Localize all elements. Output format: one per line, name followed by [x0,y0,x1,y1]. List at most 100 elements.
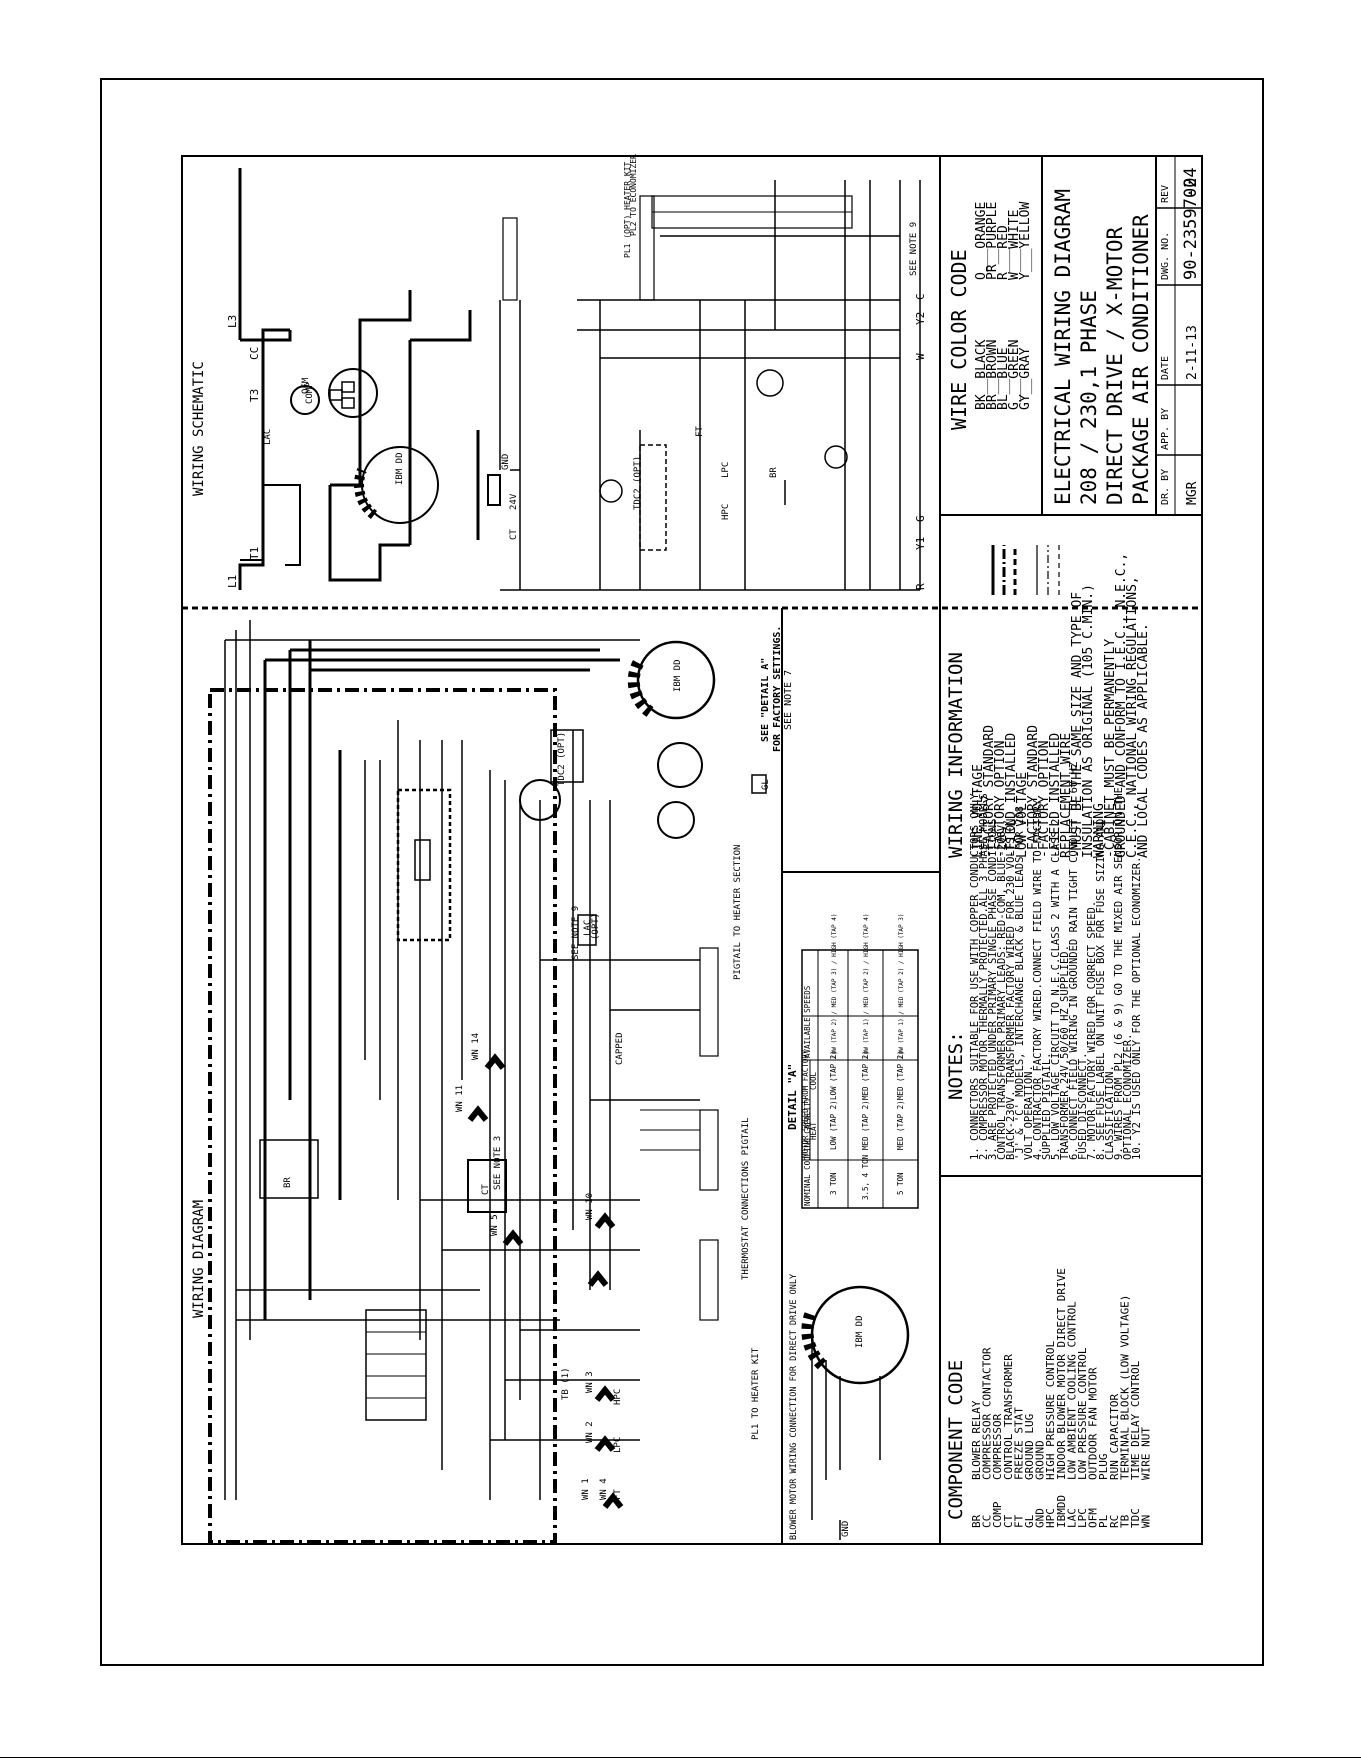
title-line-3: DIRECT DRIVE / X-MOTOR [1103,226,1127,505]
detail-row3-available: LOW (TAP 1) / MED (TAP 2) / HIGH (TAP 3) [898,914,905,1059]
detail-a: DETAIL "A" NOMINAL COOLING CAPACITY MOTO… [786,914,919,1209]
label-ct-diagram: CT [481,1184,491,1195]
note-13: FUSED DISCONNECT. [1077,1053,1089,1160]
title-block: ELECTRICAL WIRING DIAGRAM 208 / 230,1 PH… [1051,167,1201,505]
note-6: 'J' & 'C' MODELS, INTERCHANGE BLACK & BL… [1014,806,1026,1160]
blower-connection-detail: BLOWER MOTOR WIRING CONNECTION FOR DIREC… [789,1274,910,1540]
detail-a-title: DETAIL "A" [786,1064,799,1130]
label-br-diagram: BR [283,1177,293,1188]
note-17: 9. WIRES FROM PL2 (6 & 9) GO TO THE MIXE… [1113,787,1125,1160]
wi-line-3: -FACTORY OPTION [993,741,1008,858]
see-detail-line-3: SEE NOTE 7 [783,670,794,730]
component-description: LOW PRESSURE CONTROL [1076,1347,1089,1480]
notes: NOTES: 1. CONNECTORS SUITABLE FOR USE WI… [945,762,1143,1160]
label-wn-3: WN 3 [585,1371,595,1393]
label-ibm-diagram: IBM DD [673,659,683,692]
page-frame [100,78,1264,1666]
detail-row1-cool: LOW (TAP 2) [829,1050,838,1100]
component-description: BLOWER RELAY [970,1400,983,1480]
detail-row2-capacity: 3.5, 4 TON [861,1155,870,1200]
wi-line-9: REPLACEMENT WIRE [1059,733,1074,858]
detail-header-available: AVAILABLE SPEEDS [803,985,812,1058]
detail-sub-heat: HEAT [809,1121,818,1140]
label-gnd-blower-detail: GND [841,1521,851,1537]
wiring-information: WIRING INFORMATION LINE VOLTAGE -FACTORY… [945,545,1151,858]
component-description: RUN CAPACITOR [1108,1394,1121,1480]
color-pr: PR__PURPLE [985,202,1000,280]
detail-header-capacity: NOMINAL COOLING CAPACITY [803,1097,812,1206]
component-code-title: COMPONENT CODE [945,1360,967,1520]
component-abbr: LAC [1065,1508,1078,1528]
component-description: HIGH PRESSURE CONTROL [1044,1341,1057,1480]
line-style-legend [991,545,1060,595]
component-abbr: CT [1002,1514,1015,1528]
wi-line-14: GROUNDED AND CONFORM TO I.E.C., N.E.C., [1114,553,1129,858]
note-11: TRANSFORMER,24V,50/60 HZ SUPPLIED. [1059,945,1071,1160]
detail-row3-heat: MED (TAP 2) [896,1100,905,1150]
label-r: R [914,583,927,590]
component-abbr: TDC [1129,1508,1142,1528]
wi-line-11: INSULATION AS ORIGINAL (105 C.MIN.) [1081,584,1096,858]
label-wn-10: WN 10 [585,1193,595,1220]
label-t3: T3 [248,389,261,402]
detail-sub-cool: COOL [809,1071,818,1090]
note-2: 2. COMPRESSOR MOTOR THERMALLY PROTECTED.… [978,793,990,1160]
label-c: C [914,293,927,300]
wi-line-1: LINE VOLTAGE [971,764,986,858]
label-wn-1: WN 1 [581,1478,591,1500]
wi-line-8: -FIELD INSTALLED [1048,733,1063,858]
date-label: DATE [1160,356,1171,380]
label-lpc-diagram: LPC [613,1437,623,1453]
detail-row3-capacity: 5 TON [896,1172,905,1195]
label-wn-2: WN 2 [585,1421,595,1443]
component-abbr: GL [1023,1514,1036,1528]
color-br: BR__BROWN [985,340,1000,410]
label-w: W [914,353,927,360]
note-19: 10. Y2 IS USED ONLY FOR THE OPTIONAL ECO… [1131,857,1143,1160]
component-abbr: COMP [991,1501,1004,1528]
component-description: GROUND LUG [1023,1414,1036,1480]
rev-label: REV [1160,185,1171,203]
component-abbr: OFM [1087,1508,1100,1528]
wiring-schematic-title: WIRING SCHEMATIC [191,361,207,496]
note-1: 1. CONNECTORS SUITABLE FOR USE WITH COPP… [969,787,981,1160]
note-15: 8. SEE FUSE LABEL ON UNIT FUSE BOX FOR F… [1095,819,1107,1160]
dr-by-value: MGR [1185,481,1200,505]
component-abbr: CC [981,1515,994,1528]
wi-line-2: -FACTORY STANDARD [982,725,997,858]
label-y2: Y2 [914,312,927,325]
wi-line-16: AND LOCAL CODES AS APPLICABLE. [1136,623,1151,858]
detail-row2-heat: MED (TAP 2) [861,1100,870,1150]
color-gy: GY__GRAY [1018,347,1033,410]
label-ofm: OFM [301,377,311,394]
label-gl: GL [761,779,771,790]
detail-row1-heat: LOW (TAP 2) [829,1100,838,1150]
note-7: VOLT OPERATION. [1023,1065,1035,1160]
label-opt-diagram: (OPT) [591,913,601,940]
wiring-diagram [208,620,767,1544]
component-abbr: FT [1012,1514,1025,1528]
detail-header-speed: MOTOR SPEED FROM FACTORY [801,1049,810,1158]
label-tdc2-diagram: TDC2 (OPT) [557,732,567,786]
wiring-diagram-labels: IBM DD PIGTAIL TO HEATER SECTION THERMOS… [283,659,771,1500]
detail-row2-cool: MED (TAP 2) [861,1050,870,1100]
wi-line-10: -MUST BE THE SAME SIZE AND TYPE OF [1070,592,1085,858]
schematic-labels: L1 L3 T1 T3 CC OFM COMP LAC IBM DD GND 2… [226,154,927,590]
component-description: FREEZE STAT [1012,1407,1025,1480]
component-description: INDOOR BLOWER MOTOR DIRECT DRIVE [1055,1268,1068,1480]
app-by-label: APP. BY [1160,408,1171,450]
drawing-border [181,155,1203,1545]
dwg-no-value: 90-23597-24 [1181,167,1201,280]
color-bk: BK__BLACK [974,339,989,410]
component-description: GROUND [1034,1440,1047,1480]
date-value: 2-11-13 [1185,325,1200,380]
see-detail-line-1: SEE "DETAIL A" [760,658,771,742]
title-line-4: PACKAGE AIR CONDITIONER [1129,214,1153,505]
component-abbr: IBMDD [1055,1495,1068,1528]
label-capped: CAPPED [615,1032,625,1065]
blower-connection-caption: BLOWER MOTOR WIRING CONNECTION FOR DIREC… [789,1274,799,1540]
note-12: 6. CONNECT FIELD WIRING IN GROUNDED RAIN… [1068,762,1080,1160]
component-description: LOW AMBIENT COOLING CONTROL [1065,1301,1078,1480]
component-description: TERMINAL BLOCK (LOW VOLTAGE) [1118,1295,1131,1480]
